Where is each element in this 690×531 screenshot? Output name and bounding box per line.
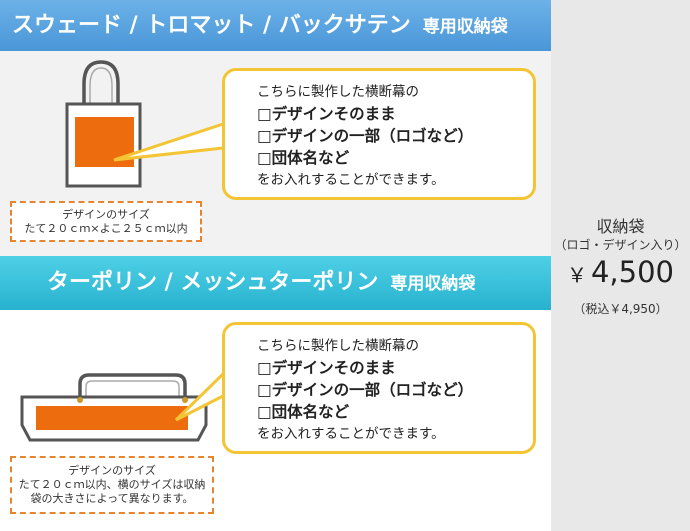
flat-bag-icon [20, 373, 208, 442]
currency-symbol: ￥ [566, 263, 587, 287]
price-label: 収納袋 [596, 217, 645, 236]
section2-size-note: デザインのサイズ たて２０ｃｍ以内、横のサイズは収納 袋の大きさによって異なりま… [10, 456, 214, 514]
section1-title: スウェード / トロマット / バックサテン [12, 13, 411, 38]
callout2-option: □デザインそのまま [257, 359, 396, 377]
size-note-line: 袋の大きさによって異なります。 [30, 492, 194, 505]
tote-bag-icon [65, 60, 142, 188]
size-note-line: デザインのサイズ [62, 208, 150, 221]
callout2-tail: をお入れすることができます。 [257, 426, 445, 442]
size-note-line: デザインのサイズ [68, 464, 156, 477]
illustrations [20, 60, 225, 442]
price-value: 4,500 [590, 255, 675, 289]
callout2-pointer [174, 372, 225, 422]
section1-size-note: デザインのサイズ たて２０ｃｍ×よこ２５ｃｍ以内 [10, 201, 202, 242]
section2-subtitle: 専用収納袋 [390, 274, 476, 294]
section2-callout: こちらに製作した横断幕の □デザインそのまま □デザインの一部（ロゴなど） □団… [222, 322, 536, 454]
callout1-option: □デザインそのまま [257, 105, 396, 123]
callout2-lead: こちらに製作した横断幕の [257, 338, 419, 354]
size-note-line: たて２０ｃｍ×よこ２５ｃｍ以内 [24, 222, 188, 235]
price-note: （ロゴ・デザイン入り） [554, 238, 687, 252]
price-panel [551, 0, 690, 531]
callout2-option: □デザインの一部（ロゴなど） [257, 381, 474, 399]
callout1-pointer [113, 122, 224, 162]
section1-header: スウェード / トロマット / バックサテン専用収納袋 [0, 0, 551, 51]
callout1-option: □デザインの一部（ロゴなど） [257, 127, 474, 145]
section1-callout: こちらに製作した横断幕の □デザインそのまま □デザインの一部（ロゴなど） □団… [222, 68, 536, 200]
callout1-option: □団体名など [257, 149, 350, 167]
section1-subtitle: 専用収納袋 [422, 17, 508, 37]
price-tax-included: （税込￥4,950） [573, 302, 668, 316]
callout1-tail: をお入れすることができます。 [257, 172, 445, 188]
design-area-2 [36, 406, 188, 430]
callout1-lead: こちらに製作した横断幕の [257, 84, 419, 100]
price-amount: ￥4,500 [551, 255, 690, 289]
section2-header: ターポリン / メッシュターポリン専用収納袋 [0, 256, 551, 310]
size-note-line: たて２０ｃｍ以内、横のサイズは収納 [18, 478, 206, 491]
callout2-option: □団体名など [257, 403, 350, 421]
section2-title: ターポリン / メッシュターポリン [47, 270, 379, 295]
